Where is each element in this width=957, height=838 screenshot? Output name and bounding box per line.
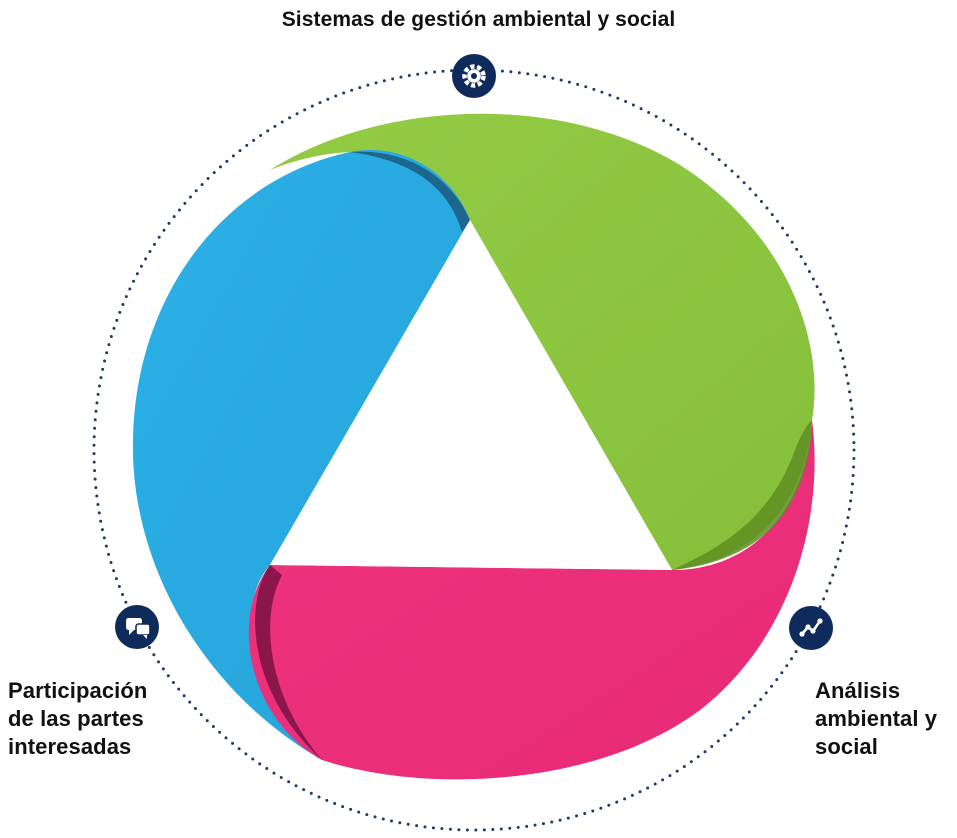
- green-fold-shadow: [672, 420, 812, 570]
- pink-segment: [248, 420, 815, 780]
- label-left-line: Participación: [8, 678, 148, 703]
- label-left-line: interesadas: [8, 734, 132, 759]
- label-left-line: de las partes: [8, 706, 144, 731]
- dotted-orbit: [92, 68, 856, 832]
- pink-fold-shadow: [255, 565, 322, 760]
- label-environmental-social-analysis: Análisis ambiental y social: [815, 677, 955, 761]
- label-right-line: ambiental y: [815, 706, 938, 731]
- chat-bubbles-icon: [115, 605, 159, 649]
- green-segment: [270, 113, 815, 570]
- label-right-line: Análisis: [815, 678, 901, 703]
- label-stakeholder-engagement: Participación de las partes interesadas: [8, 677, 178, 761]
- label-right-line: social: [815, 734, 878, 759]
- blue-fold-shadow: [350, 151, 470, 232]
- line-chart-icon: [789, 606, 833, 650]
- center-triangle: [270, 220, 672, 570]
- gear-icon: [452, 54, 496, 98]
- blue-segment: [132, 149, 470, 760]
- label-management-systems: Sistemas de gestión ambiental y social: [281, 8, 676, 31]
